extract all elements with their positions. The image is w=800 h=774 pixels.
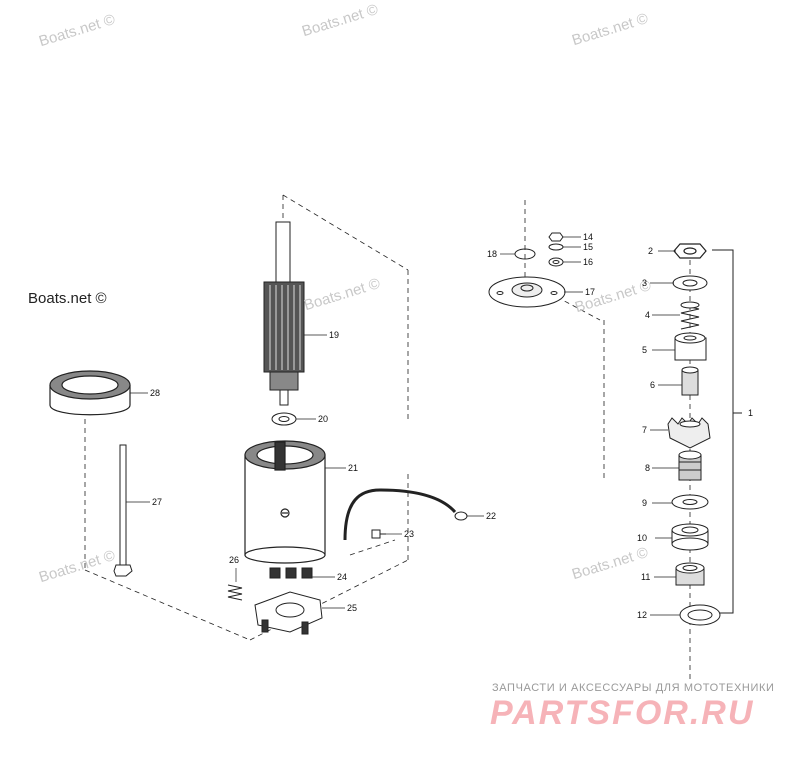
brand-logo: PARTSFOR.RU xyxy=(490,694,755,732)
armature-19 xyxy=(263,221,305,406)
anti-drift-spring xyxy=(680,301,700,330)
sleeve xyxy=(681,366,699,396)
callout-1: 1 xyxy=(748,408,754,418)
washer-20 xyxy=(271,412,297,426)
end-cap-28 xyxy=(49,370,131,416)
end-cap-17 xyxy=(488,276,566,308)
callout-18: 18 xyxy=(487,249,498,259)
callout-15: 15 xyxy=(583,242,594,252)
callout-3: 3 xyxy=(642,278,648,288)
lockwasher-15 xyxy=(548,243,564,251)
leader-lines xyxy=(126,236,682,616)
pinion-gear xyxy=(667,417,711,449)
brushes-24 xyxy=(269,567,313,579)
callout-19: 19 xyxy=(329,330,340,340)
nut-14 xyxy=(548,232,564,242)
callout-27: 27 xyxy=(152,497,163,507)
pinion-nut xyxy=(673,243,707,259)
callout-11: 11 xyxy=(641,572,651,582)
callout-28: 28 xyxy=(150,388,161,398)
callout-23: 23 xyxy=(404,529,415,539)
washer-9 xyxy=(671,494,709,510)
callout-5: 5 xyxy=(642,345,648,355)
callout-25: 25 xyxy=(347,603,358,613)
callout-16: 16 xyxy=(583,257,594,267)
spring-cup-11 xyxy=(675,562,705,586)
callout-17: 17 xyxy=(585,287,596,297)
callout-20: 20 xyxy=(318,414,329,424)
cable-terminal xyxy=(454,511,468,521)
callout-21: 21 xyxy=(348,463,359,473)
callout-2: 2 xyxy=(648,246,654,256)
nut-16 xyxy=(548,257,564,267)
callout-9: 9 xyxy=(642,498,648,508)
assembly-guide-lines xyxy=(84,194,691,680)
field-frame-21 xyxy=(244,440,326,564)
collar-10 xyxy=(671,523,709,551)
callout-8: 8 xyxy=(645,463,651,473)
spring-26 xyxy=(227,584,243,601)
callout-22: 22 xyxy=(486,511,497,521)
callout-10: 10 xyxy=(637,533,648,543)
drive-head xyxy=(678,450,702,481)
spacer xyxy=(674,332,707,361)
callout-6: 6 xyxy=(650,380,656,390)
thrust-washer xyxy=(672,275,708,291)
callout-24: 24 xyxy=(337,572,348,582)
callout-14: 14 xyxy=(583,232,594,242)
footer-tagline: ЗАПЧАСТИ И АКСЕССУАРЫ ДЛЯ МОТОТЕХНИКИ xyxy=(492,682,775,694)
stop-ring-12 xyxy=(679,604,721,626)
brush-plate-25 xyxy=(254,591,323,635)
callout-4: 4 xyxy=(645,310,651,320)
callout-26: 26 xyxy=(229,555,240,565)
callout-12: 12 xyxy=(637,610,648,620)
cable-22 xyxy=(343,488,457,541)
item-1-bracket xyxy=(712,249,742,614)
callout-7: 7 xyxy=(642,425,648,435)
through-bolt-27 xyxy=(113,444,133,577)
screw-23 xyxy=(371,529,386,539)
watermark: Boats.net © xyxy=(28,290,107,307)
